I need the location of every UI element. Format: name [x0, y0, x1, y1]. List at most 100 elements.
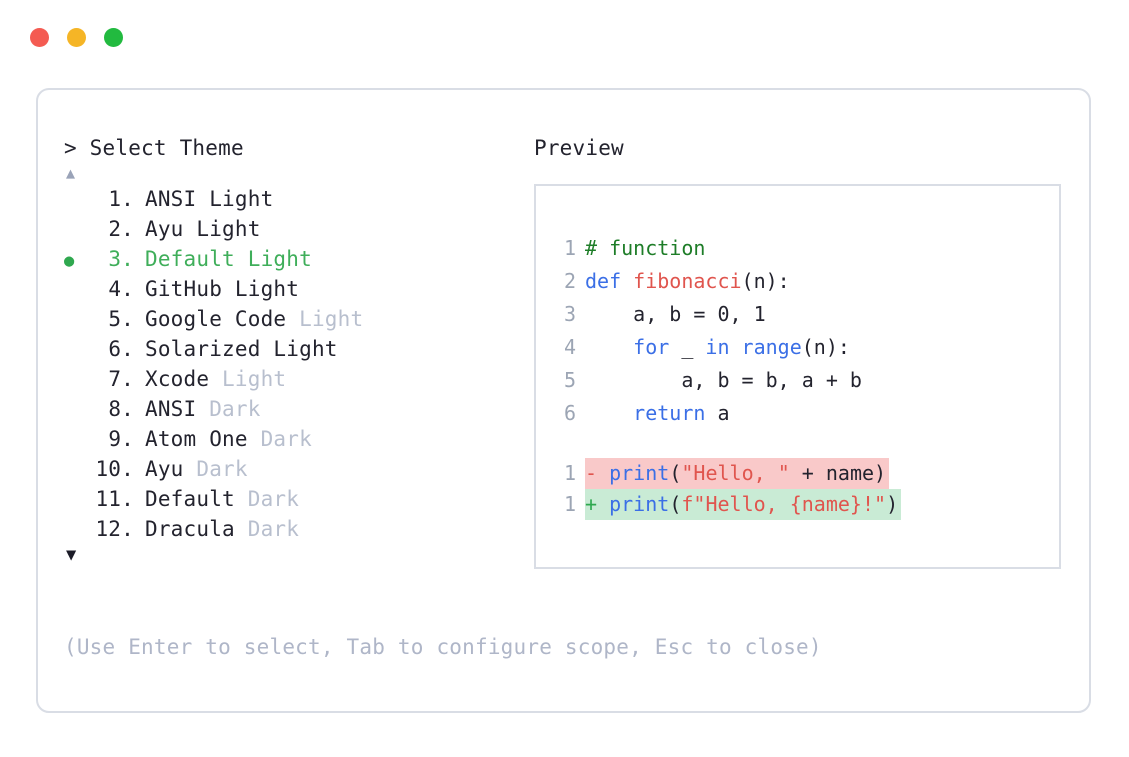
- theme-list-item[interactable]: ●3.Default Light: [64, 244, 534, 274]
- line-number: 1: [563, 236, 576, 260]
- window-controls: [30, 28, 123, 47]
- theme-item-name: ANSI: [145, 187, 197, 211]
- theme-item-name: Ayu: [145, 457, 184, 481]
- diff-line-del: 1 - print("Hello, " + name): [536, 458, 1059, 489]
- theme-list-item[interactable]: 8. ANSI Dark: [64, 394, 534, 424]
- code-token: f"Hello, {name}!": [681, 492, 887, 516]
- theme-list-item[interactable]: 9. Atom One Dark: [64, 424, 534, 454]
- code-token: for: [633, 335, 670, 359]
- line-number: 1: [563, 461, 576, 485]
- theme-list-item[interactable]: 2.Ayu Light: [64, 214, 534, 244]
- theme-item-number: 9.: [108, 427, 134, 451]
- theme-item-number: 7.: [108, 367, 134, 391]
- theme-item-variant: Dark: [196, 397, 261, 421]
- code-line-text: a, b = 0, 1: [585, 298, 766, 331]
- theme-list-item[interactable]: 1.ANSI Light: [64, 184, 534, 214]
- code-token: fibonacci: [633, 269, 742, 293]
- code-token: a, b = b, a + b: [585, 368, 862, 392]
- code-line: 4 for _ in range(n):: [536, 331, 1059, 364]
- diff-sign-spacer: [597, 461, 609, 485]
- theme-list-item[interactable]: 7.Xcode Light: [64, 364, 534, 394]
- code-token: ): [886, 492, 899, 516]
- code-token: "Hello, ": [681, 461, 790, 485]
- code-line-text: a, b = b, a + b: [585, 364, 862, 397]
- theme-selector-column: > Select Theme ▲ 1.ANSI Light 2. Ayu Light…: [64, 134, 534, 566]
- theme-item-number: 12.: [95, 517, 134, 541]
- minimize-button[interactable]: [67, 28, 86, 47]
- theme-item-variant: Light: [234, 247, 312, 271]
- code-token: (n):: [741, 269, 790, 293]
- diff-line-add: 1 + print(f"Hello, {name}!"): [536, 489, 1059, 520]
- theme-item-number: 5.: [108, 307, 134, 331]
- theme-selector-panel: > Select Theme ▲ 1.ANSI Light 2. Ayu Light…: [36, 88, 1091, 713]
- code-token: + name): [789, 461, 887, 485]
- code-token: [585, 335, 633, 359]
- code-token: def: [585, 269, 634, 293]
- code-token: a, b = 0, 1: [585, 302, 766, 326]
- theme-item-number: 8.: [108, 397, 134, 421]
- theme-item-variant: Dark: [247, 427, 312, 451]
- code-token: print: [609, 461, 670, 485]
- theme-item-number: 2.: [108, 217, 134, 241]
- theme-item-number: 6.: [108, 337, 134, 361]
- scroll-down-icon[interactable]: ▼: [66, 545, 77, 565]
- code-token: in range: [705, 335, 802, 359]
- code-line-text: # function: [585, 232, 705, 265]
- theme-item-number: 10.: [95, 457, 134, 481]
- line-number: 3: [563, 302, 576, 326]
- preview-label: Preview: [534, 136, 624, 160]
- code-token: (n):: [801, 335, 850, 359]
- close-button[interactable]: [30, 28, 49, 47]
- theme-list-item[interactable]: 10. Ayu Dark: [64, 454, 534, 484]
- theme-item-name: Atom One: [145, 427, 248, 451]
- diff-line-content: + print(f"Hello, {name}!"): [585, 489, 902, 520]
- code-token: # function: [585, 236, 706, 260]
- theme-item-variant: Dark: [234, 487, 300, 511]
- code-token: [585, 401, 633, 425]
- keyboard-hint: (Use Enter to select, Tab to configure s…: [64, 635, 822, 659]
- line-number: 5: [563, 368, 576, 392]
- code-line: 6 return a: [536, 397, 1059, 430]
- theme-item-variant: Light: [286, 307, 364, 331]
- theme-item-name: GitHub: [145, 277, 223, 301]
- theme-item-variant: Light: [222, 277, 300, 301]
- diff-sign: -: [585, 461, 598, 485]
- theme-item-variant: Dark: [183, 457, 248, 481]
- theme-item-name: ANSI: [145, 397, 197, 421]
- diff-sign-spacer: [597, 492, 609, 516]
- code-token: print: [609, 492, 670, 516]
- theme-list-item[interactable]: 12. Dracula Dark: [64, 514, 534, 544]
- maximize-button[interactable]: [104, 28, 123, 47]
- line-number: 2: [563, 269, 576, 293]
- theme-item-number: 3.: [108, 247, 134, 271]
- theme-list-item[interactable]: 6.Solarized Light: [64, 334, 534, 364]
- code-diff-spacer: [536, 430, 1059, 458]
- theme-item-name: Dracula: [145, 517, 235, 541]
- scroll-up-icon[interactable]: ▲: [66, 164, 76, 182]
- page-title: > Select Theme: [64, 136, 244, 160]
- diff-line-content: - print("Hello, " + name): [585, 458, 890, 489]
- theme-item-variant: Light: [209, 367, 287, 391]
- theme-item-variant: Light: [260, 337, 338, 361]
- theme-list-item[interactable]: 11. Default Dark: [64, 484, 534, 514]
- theme-item-name: Ayu: [145, 217, 184, 241]
- theme-item-variant: Dark: [234, 517, 300, 541]
- theme-list-item[interactable]: 5.Google Code Light: [64, 304, 534, 334]
- line-number: 1: [563, 492, 576, 516]
- theme-item-variant: Light: [196, 187, 274, 211]
- code-line-text: return a: [585, 397, 729, 430]
- code-token: _: [669, 335, 706, 359]
- theme-item-name: Default: [145, 487, 235, 511]
- code-token: (: [669, 492, 682, 516]
- selected-bullet-icon: ●: [64, 251, 75, 271]
- code-line-text: def fibonacci(n):: [585, 265, 790, 298]
- theme-list-item[interactable]: 4. GitHub Light: [64, 274, 534, 304]
- theme-item-number: 4.: [108, 277, 134, 301]
- code-token: return: [633, 401, 706, 425]
- theme-item-number: 11.: [95, 487, 134, 511]
